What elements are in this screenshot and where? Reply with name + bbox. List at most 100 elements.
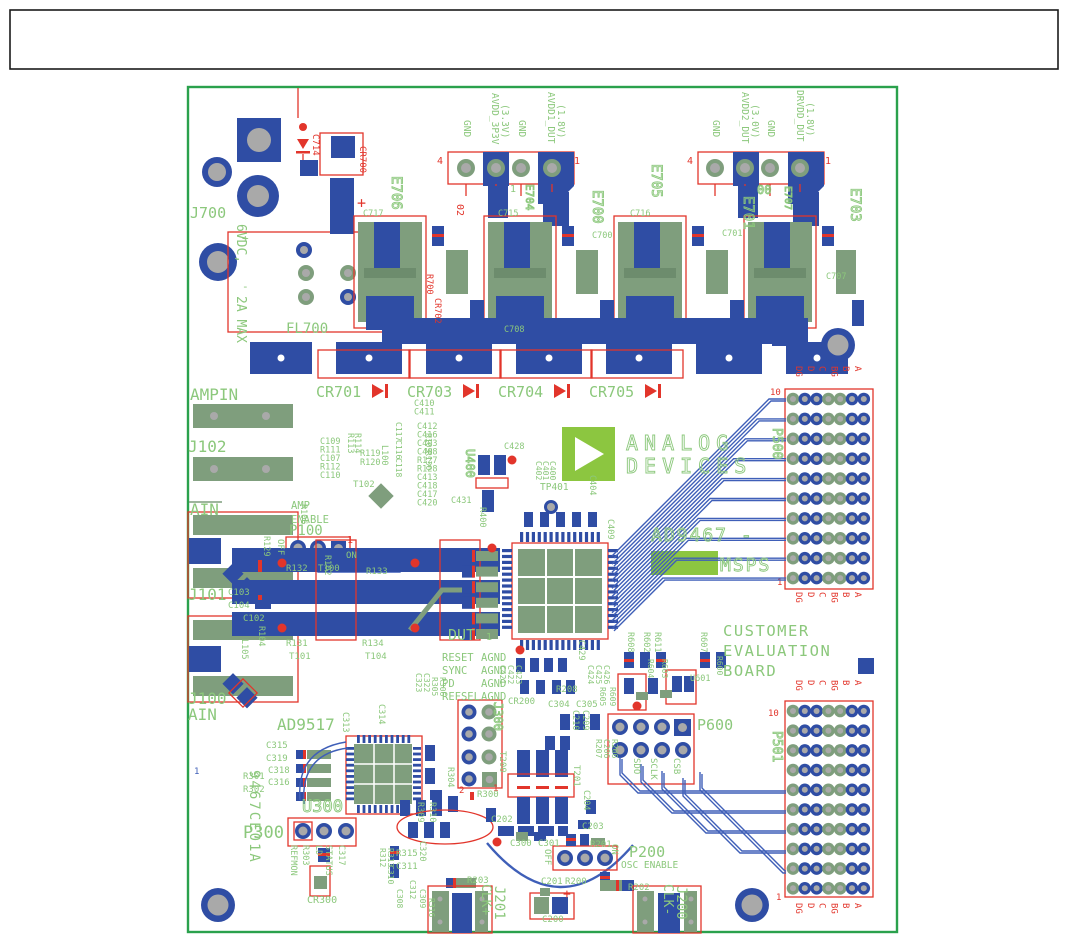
silkscreen-label: 2A MAX xyxy=(233,296,248,343)
silkscreen-label: C707 xyxy=(826,272,846,282)
silkscreen-label: C311 xyxy=(396,862,418,872)
silkscreen-label: C421 xyxy=(498,665,507,684)
pin-column-label: DG xyxy=(793,903,803,914)
silkscreen-label: R313 xyxy=(386,848,395,867)
silkscreen-label: (3.3V) xyxy=(499,104,510,138)
diode-symbols xyxy=(372,384,661,398)
silkscreen-label: ON xyxy=(609,844,619,855)
clock-arc-trace xyxy=(486,842,634,889)
silkscreen-label: CSB xyxy=(671,758,681,774)
silkscreen-label: 02 xyxy=(454,204,465,216)
silkscreen-label: FL700 xyxy=(286,321,328,337)
pin-column-label: B xyxy=(840,903,850,908)
title-block xyxy=(9,9,1059,70)
pin-column-label: D xyxy=(805,366,815,371)
silkscreen-label: R207 xyxy=(594,739,603,758)
silkscreen-label: C319 xyxy=(266,754,288,764)
silkscreen-label: J102 xyxy=(188,437,227,456)
silkscreen-label: 2 xyxy=(459,786,464,796)
balun-network xyxy=(232,539,500,641)
silkscreen-label: AVDD1_DUT xyxy=(545,92,556,144)
silkscreen-label: R300 xyxy=(477,790,499,800)
pin-column-label: A xyxy=(852,680,862,686)
silkscreen-label: CR700 xyxy=(357,146,367,173)
silkscreen-label: C309 xyxy=(418,889,427,908)
silkscreen-label: P600 xyxy=(697,716,733,734)
silkscreen-label: C404 xyxy=(587,475,597,495)
silkscreen-label: J201 xyxy=(491,886,507,920)
silkscreen-label: C320 xyxy=(417,841,427,861)
silkscreen-label: R600 xyxy=(715,656,724,675)
silkscreen-label: R106 xyxy=(298,504,308,524)
silkscreen-label: BOARD xyxy=(723,662,777,680)
silkscreen-label: R700 xyxy=(424,274,434,294)
silkscreen-label: DUT xyxy=(448,626,475,644)
silkscreen-label: C426 xyxy=(602,665,611,684)
row-number: 10 xyxy=(770,388,781,398)
silkscreen-label: (3.0V) xyxy=(749,104,760,138)
silkscreen-label: C314 xyxy=(376,704,386,724)
silkscreen-label: U300 xyxy=(302,797,343,817)
silkscreen-label: ANALOG xyxy=(626,431,734,455)
silkscreen-label: 9467CE01A xyxy=(246,770,262,864)
silkscreen-label: + xyxy=(357,194,366,212)
silkscreen-label: R114 xyxy=(352,433,362,453)
silkscreen-label: 1 xyxy=(825,156,831,167)
silkscreen-label: C107 xyxy=(320,454,340,464)
row-number: 10 xyxy=(768,709,779,719)
silkscreen-label: R111 xyxy=(320,446,340,456)
silkscreen-label: AGND xyxy=(481,678,506,690)
silkscreen-label: R609 xyxy=(608,687,617,706)
silkscreen-label: R208 xyxy=(556,685,578,695)
silkscreen-label: J700 xyxy=(190,204,226,222)
edge-pad xyxy=(858,658,874,674)
silkscreen-label: R104 xyxy=(256,626,266,646)
pin-column-label: BG xyxy=(828,592,838,603)
silkscreen-label: C413 xyxy=(417,473,437,483)
silkscreen-label: R304 xyxy=(445,767,455,787)
silkscreen-label: AD9467 - xyxy=(651,525,754,546)
silkscreen-label: C209 xyxy=(580,710,590,730)
silkscreen-label: R119 xyxy=(360,449,380,459)
silkscreen-label: R129 xyxy=(261,536,271,556)
silkscreen-label: C424 xyxy=(586,665,595,684)
silkscreen-label: AD9517 xyxy=(277,715,335,734)
silkscreen-label: C403 xyxy=(417,439,437,449)
pll-section xyxy=(287,735,494,897)
pin-column-label: D xyxy=(805,680,815,685)
power-section xyxy=(199,88,864,398)
row-number: 1 xyxy=(777,578,782,588)
silkscreen-label: C322 xyxy=(422,673,431,692)
p600-header xyxy=(607,713,695,785)
silkscreen-label: R608 xyxy=(625,632,635,652)
tp401-testpoint xyxy=(547,503,555,511)
silkscreen-label: C408 xyxy=(417,448,437,458)
silkscreen-label: STATUS xyxy=(323,845,333,876)
silkscreen-label: 1 xyxy=(574,156,580,167)
silkscreen-label: R113 xyxy=(345,433,355,453)
silkscreen-label: REFMON xyxy=(288,845,298,876)
silkscreen-label: C323 xyxy=(414,673,423,692)
silkscreen-label: C305 xyxy=(576,700,598,710)
silkscreen-label: C420 xyxy=(417,499,437,509)
silkscreen-label: R309 xyxy=(415,802,425,822)
silkscreen-label: T200 xyxy=(497,751,507,773)
silkscreen-label: R605 xyxy=(598,687,607,706)
pin-column-label: C xyxy=(817,903,827,908)
rail-header-2 xyxy=(697,151,825,206)
silkscreen-label: R611 xyxy=(652,632,662,652)
silkscreen-label: R310 xyxy=(427,802,437,822)
silkscreen-label: R301 xyxy=(243,772,265,782)
silkscreen-label: GND xyxy=(461,120,472,137)
rail-header-1 xyxy=(447,151,575,206)
silkscreen-label: R102 xyxy=(322,555,332,575)
silkscreen-label: J300 xyxy=(491,702,505,731)
silkscreen-label: R315 xyxy=(396,849,418,859)
silkscreen-label: AIN xyxy=(188,705,217,724)
silkscreen-label: C103 xyxy=(228,588,250,598)
silkscreen-label: ON xyxy=(346,551,357,561)
silkscreen-label: R203 xyxy=(467,876,489,886)
silkscreen-label: PD xyxy=(442,678,455,690)
